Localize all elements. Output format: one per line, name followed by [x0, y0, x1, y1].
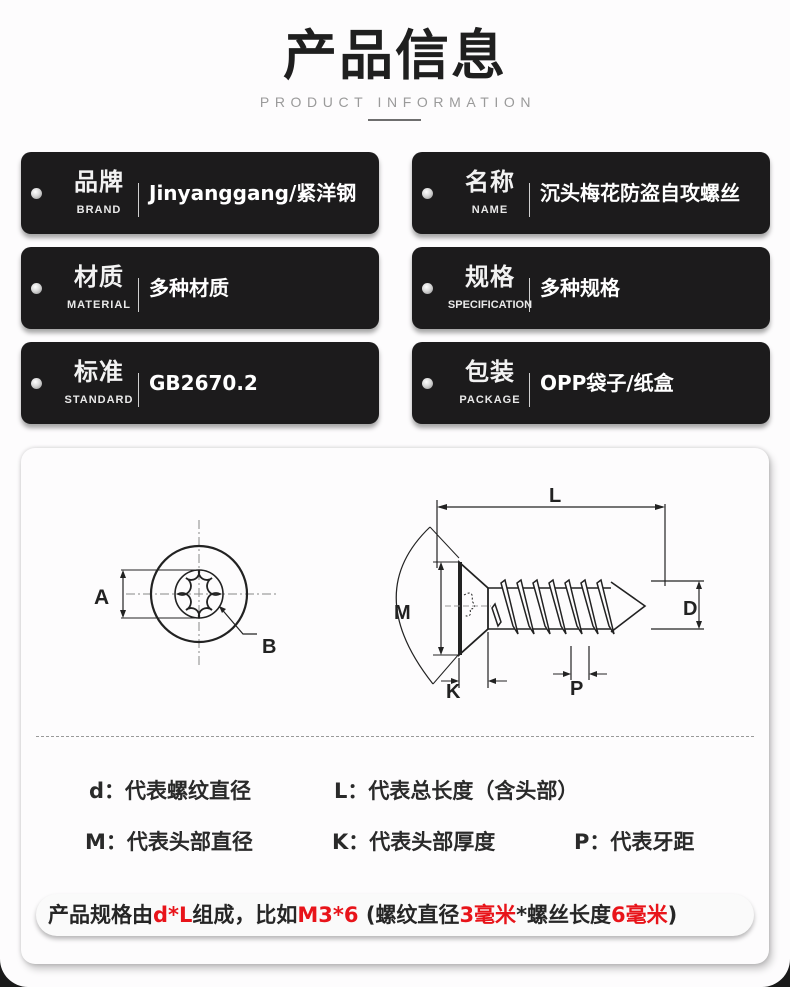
- info-card-standard: 标准 STANDARD GB2670.2: [21, 342, 379, 424]
- label-D: D: [683, 598, 697, 620]
- card-divider: [138, 183, 139, 217]
- card-divider: [529, 373, 530, 407]
- label-A: A: [94, 586, 109, 609]
- formula-part: *螺丝长度: [516, 903, 612, 927]
- info-card-package: 包装 PACKAGE OPP袋子/纸盒: [412, 342, 770, 424]
- formula-part: 产品规格由: [48, 903, 153, 927]
- section-divider: [36, 736, 754, 737]
- card-label: 名称 NAME: [434, 166, 546, 216]
- legend-K: K：代表头部厚度: [332, 830, 496, 854]
- card-label-zh: 标准: [74, 358, 124, 386]
- formula-part: 组成，比如: [192, 903, 298, 927]
- label-M: M: [394, 602, 411, 624]
- card-value: GB2670.2: [149, 371, 258, 395]
- card-label-en: BRAND: [76, 204, 122, 216]
- title-underline: [368, 119, 421, 121]
- label-B: B: [262, 636, 276, 658]
- card-label-en: STANDARD: [64, 394, 134, 406]
- formula-part: (螺纹直径: [358, 903, 460, 927]
- card-value: 沉头梅花防盗自攻螺丝: [540, 181, 740, 205]
- tag-hole-icon: [31, 378, 42, 389]
- tag-hole-icon: [31, 188, 42, 199]
- formula-highlight: 3毫米: [459, 903, 517, 927]
- card-label: 品牌 BRAND: [43, 166, 155, 216]
- tag-hole-icon: [422, 378, 433, 389]
- legend-L: L：代表总长度（含头部）: [334, 779, 579, 803]
- screw-head-top-view: [120, 520, 276, 668]
- card-label-en: NAME: [471, 204, 509, 216]
- card-label-zh: 名称: [465, 168, 515, 196]
- page-subtitle: PRODUCT INFORMATION: [259, 94, 537, 110]
- legend-P: P：代表牙距: [574, 830, 695, 854]
- info-card-name: 名称 NAME 沉头梅花防盗自攻螺丝: [412, 152, 770, 234]
- dimension-diagram-panel: A B: [21, 448, 769, 964]
- card-value: Jinyanggang/紧洋钢: [149, 181, 357, 205]
- card-label-zh: 品牌: [74, 168, 124, 196]
- label-L: L: [549, 485, 561, 507]
- card-label-zh: 包装: [465, 358, 515, 386]
- card-label-en: SPECIFICATION: [447, 299, 533, 311]
- card-divider: [138, 373, 139, 407]
- legend-M: M：代表头部直径: [85, 830, 253, 854]
- card-label-zh: 材质: [74, 263, 124, 291]
- screw-side-view: [395, 500, 704, 688]
- card-label: 规格 SPECIFICATION: [434, 261, 546, 311]
- tag-hole-icon: [422, 188, 433, 199]
- card-label-zh: 规格: [465, 263, 515, 291]
- card-label-en: MATERIAL: [66, 299, 131, 311]
- formula-highlight: M3*6: [297, 903, 359, 927]
- info-card-specification: 规格 SPECIFICATION 多种规格: [412, 247, 770, 329]
- label-P: P: [570, 678, 583, 700]
- card-divider: [529, 183, 530, 217]
- formula-highlight: d*L: [153, 903, 193, 927]
- card-value: 多种材质: [149, 276, 229, 300]
- card-label-en: PACKAGE: [459, 394, 521, 406]
- card-value: 多种规格: [540, 276, 620, 300]
- card-label: 包装 PACKAGE: [434, 356, 546, 406]
- screw-dimension-diagram: A B: [94, 485, 704, 703]
- info-card-brand: 品牌 BRAND Jinyanggang/紧洋钢: [21, 152, 379, 234]
- legend-d: d：代表螺纹直径: [89, 779, 252, 803]
- card-label: 材质 MATERIAL: [43, 261, 155, 311]
- info-card-material: 材质 MATERIAL 多种材质: [21, 247, 379, 329]
- formula-highlight: 6毫米: [611, 903, 668, 927]
- card-label: 标准 STANDARD: [43, 356, 155, 406]
- card-divider: [138, 278, 139, 312]
- tag-hole-icon: [422, 283, 433, 294]
- formula-part: ): [667, 903, 678, 927]
- tag-hole-icon: [31, 283, 42, 294]
- spec-formula-banner: 产品规格由d*L组成，比如M3*6 (螺纹直径3毫米*螺丝长度6毫米): [36, 894, 754, 936]
- card-value: OPP袋子/纸盒: [540, 371, 674, 395]
- page-title: 产品信息: [283, 24, 507, 87]
- label-K: K: [446, 681, 461, 703]
- card-divider: [529, 278, 530, 312]
